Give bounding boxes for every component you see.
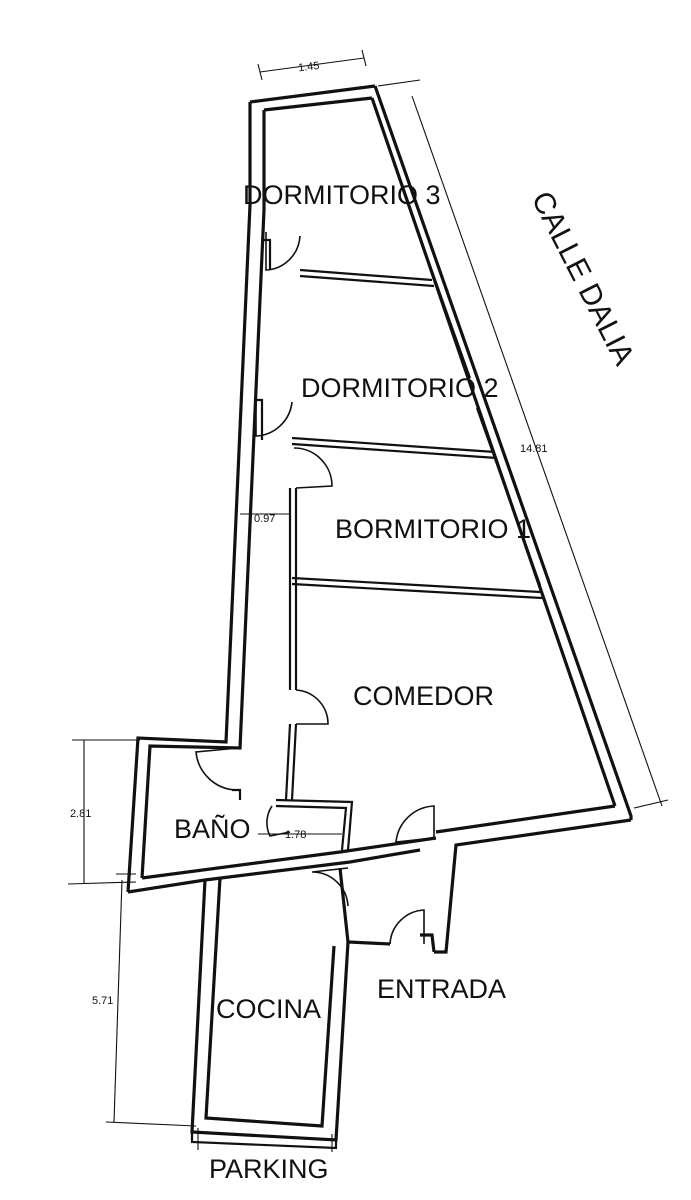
corridor-wall-c	[284, 723, 292, 801]
stub-corr	[232, 788, 242, 800]
right-wall-outer	[373, 85, 633, 820]
diagonal-wall-top	[141, 836, 437, 880]
cocina-outer	[190, 879, 350, 1142]
door-entry-main	[395, 805, 435, 843]
left-wall-inner	[140, 110, 266, 879]
top-wall-outer	[249, 84, 376, 104]
dim-tick-top-l	[257, 63, 263, 81]
room-parking: PARKING	[209, 1154, 329, 1184]
doors	[195, 232, 435, 945]
dim-bath-height: 2.81	[70, 808, 91, 820]
dim-top-width: 1.45	[297, 60, 320, 75]
partitions	[232, 238, 543, 851]
left-wall-outer	[126, 102, 252, 893]
dimension-lines	[67, 49, 669, 1152]
comedor-bottom-outer	[434, 818, 632, 954]
stub-d3	[264, 238, 272, 270]
door-dormitorio-2	[255, 398, 293, 437]
partition-d2-d1-a	[291, 436, 496, 454]
door-entry-lower	[311, 867, 349, 907]
dim-tick-kitchen-b	[105, 1121, 197, 1127]
dim-tick-bath-b	[67, 881, 137, 885]
dim-kitchen-height: 5.71	[92, 995, 113, 1007]
partition-d1-com-b	[291, 582, 543, 600]
door-bano	[195, 747, 239, 791]
parking-edge	[190, 1132, 338, 1150]
partition-d3-d2-a	[299, 268, 433, 282]
dim-right-length: 14.81	[520, 443, 548, 455]
room-dormitorio-3: DORMITORIO 3	[243, 180, 441, 210]
dim-bath-width: 1.78	[285, 829, 306, 841]
dim-line-top	[259, 57, 365, 73]
top-wall-inner	[263, 96, 373, 112]
cocina-inner	[204, 877, 336, 1128]
partition-d1-com-a	[291, 576, 541, 594]
dim-tick-right-b	[633, 799, 669, 809]
facade-line-a	[401, 189, 472, 379]
partition-d3-d2-b	[299, 274, 435, 288]
room-cocina: COCINA	[216, 994, 321, 1024]
room-dormitorio-2: DORMITORIO 2	[301, 373, 499, 403]
dim-tick-right-t	[377, 79, 421, 87]
partition-d2-d1-b	[291, 442, 498, 460]
entry-right-wall	[420, 933, 436, 953]
bath-top-b	[275, 804, 348, 851]
street-name: CALLE DALIA	[525, 186, 641, 370]
door-dormitorio-1	[293, 447, 333, 489]
bath-top	[275, 798, 354, 851]
corridor-wall-d	[290, 723, 298, 801]
room-comedor: COMEDOR	[353, 681, 494, 711]
stub-d2	[256, 398, 264, 440]
door-dormitorio-3	[265, 232, 301, 271]
comedor-bottom-inner	[435, 804, 616, 834]
dim-corridor-width: 0.97	[254, 513, 275, 525]
door-comedor	[295, 689, 329, 725]
door-bath-lower	[266, 805, 291, 837]
dim-tick-top-r	[361, 49, 367, 67]
dim-line-right	[411, 95, 663, 807]
room-entrada: ENTRADA	[377, 974, 506, 1004]
door-entry-street	[389, 909, 425, 945]
room-dormitorio-1: BORMITORIO 1	[335, 514, 531, 544]
room-bano: BAÑO	[174, 813, 251, 844]
dim-line-kitchen	[113, 879, 123, 1123]
diagonal-wall-bottom	[127, 848, 421, 894]
facade-line-b	[475, 407, 542, 586]
